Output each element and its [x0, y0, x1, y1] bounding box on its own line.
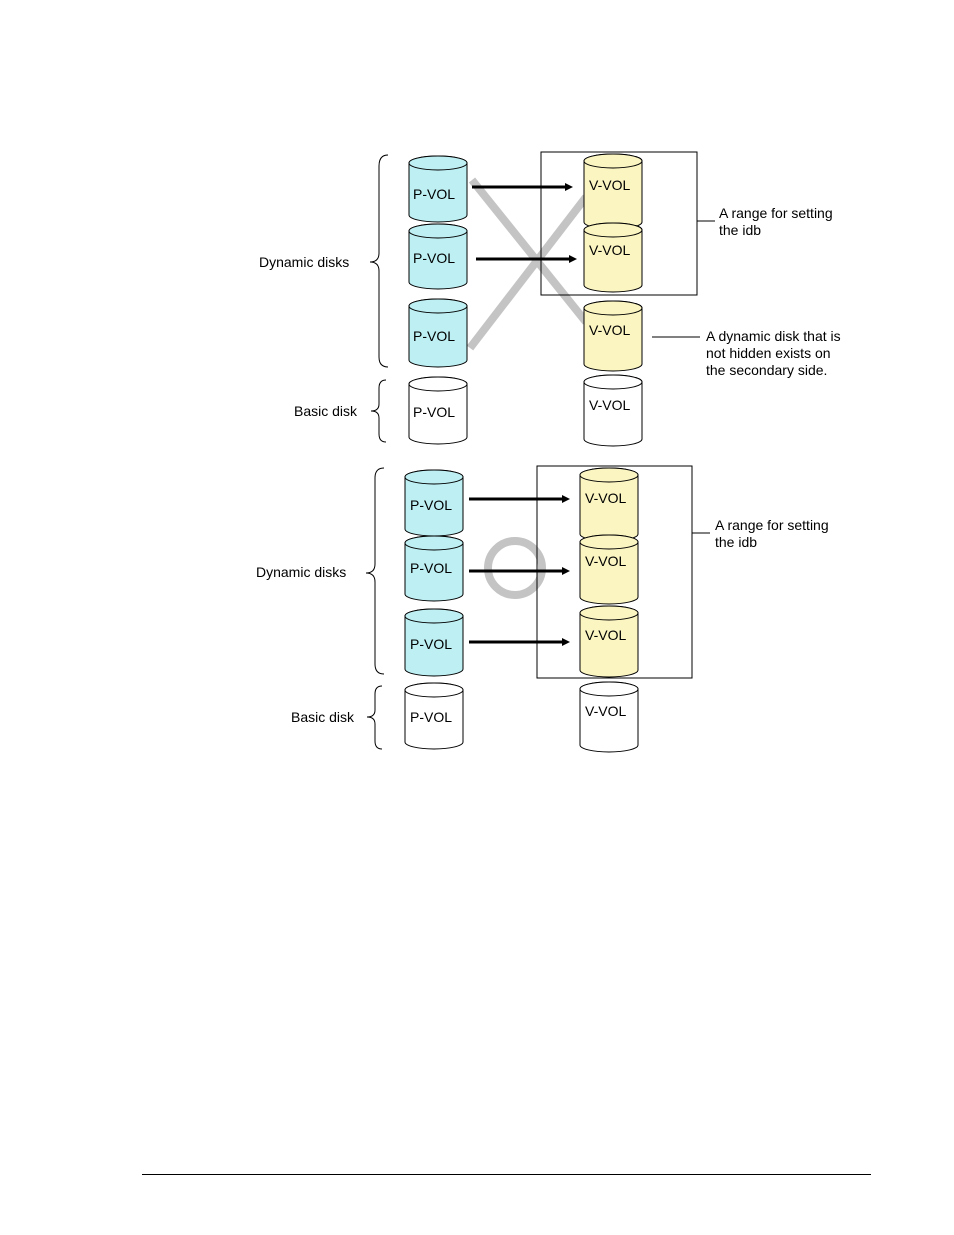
svg-text:P-VOL: P-VOL [413, 186, 455, 202]
svg-text:V-VOL: V-VOL [585, 703, 626, 719]
svg-text:P-VOL: P-VOL [410, 636, 452, 652]
dynamic-disks-brace [366, 468, 384, 674]
svg-text:P-VOL: P-VOL [413, 250, 455, 266]
svg-text:V-VOL: V-VOL [585, 490, 626, 506]
circle-mark-icon [488, 541, 542, 595]
footer-rule [142, 1174, 871, 1175]
secondary-volume-disk: V-VOL [580, 535, 638, 604]
svg-text:P-VOL: P-VOL [413, 404, 455, 420]
dynamic-disks-brace [370, 155, 388, 367]
svg-text:P-VOL: P-VOL [413, 328, 455, 344]
svg-text:P-VOL: P-VOL [410, 560, 452, 576]
svg-text:P-VOL: P-VOL [410, 497, 452, 513]
svg-text:V-VOL: V-VOL [589, 242, 630, 258]
primary-volume-disk: P-VOL [409, 224, 467, 289]
range-note: A range for setting the idb [719, 205, 837, 238]
secondary-volume-disk: V-VOL [584, 223, 642, 292]
bottom-example: Dynamic disks Basic disk P-VOL P-VOL P-V… [256, 466, 833, 752]
svg-text:V-VOL: V-VOL [589, 322, 630, 338]
primary-basic-disk: P-VOL [409, 377, 467, 444]
primary-volume-disk: P-VOL [405, 470, 463, 536]
secondary-basic-disk: V-VOL [584, 375, 642, 446]
secondary-basic-disk: V-VOL [580, 682, 638, 752]
svg-text:V-VOL: V-VOL [589, 177, 630, 193]
primary-volume-disk: P-VOL [405, 609, 463, 676]
top-example: Dynamic disks Basic disk P-VOL P-VOL P-V… [259, 152, 845, 446]
basic-disk-brace [367, 686, 382, 749]
basic-disk-brace [371, 380, 386, 442]
secondary-volume-disk: V-VOL [584, 301, 642, 371]
basic-disk-label: Basic disk [291, 709, 355, 725]
svg-text:V-VOL: V-VOL [585, 627, 626, 643]
dynamic-disks-label: Dynamic disks [259, 254, 349, 270]
dynamic-disks-label: Dynamic disks [256, 564, 346, 580]
secondary-volume-disk: V-VOL [580, 468, 638, 541]
basic-disk-label: Basic disk [294, 403, 358, 419]
primary-volume-disk: P-VOL [409, 299, 467, 367]
primary-basic-disk: P-VOL [405, 683, 463, 749]
primary-volume-disk: P-VOL [405, 536, 463, 601]
range-note: A range for setting the idb [715, 517, 833, 550]
svg-text:V-VOL: V-VOL [589, 397, 630, 413]
svg-text:V-VOL: V-VOL [585, 553, 626, 569]
cross-mark-icon [470, 180, 586, 348]
secondary-volume-disk: V-VOL [584, 154, 642, 229]
warning-note: A dynamic disk that is not hidden exists… [706, 328, 845, 378]
primary-volume-disk: P-VOL [409, 156, 467, 222]
secondary-volume-disk: V-VOL [580, 606, 638, 677]
svg-text:P-VOL: P-VOL [410, 709, 452, 725]
